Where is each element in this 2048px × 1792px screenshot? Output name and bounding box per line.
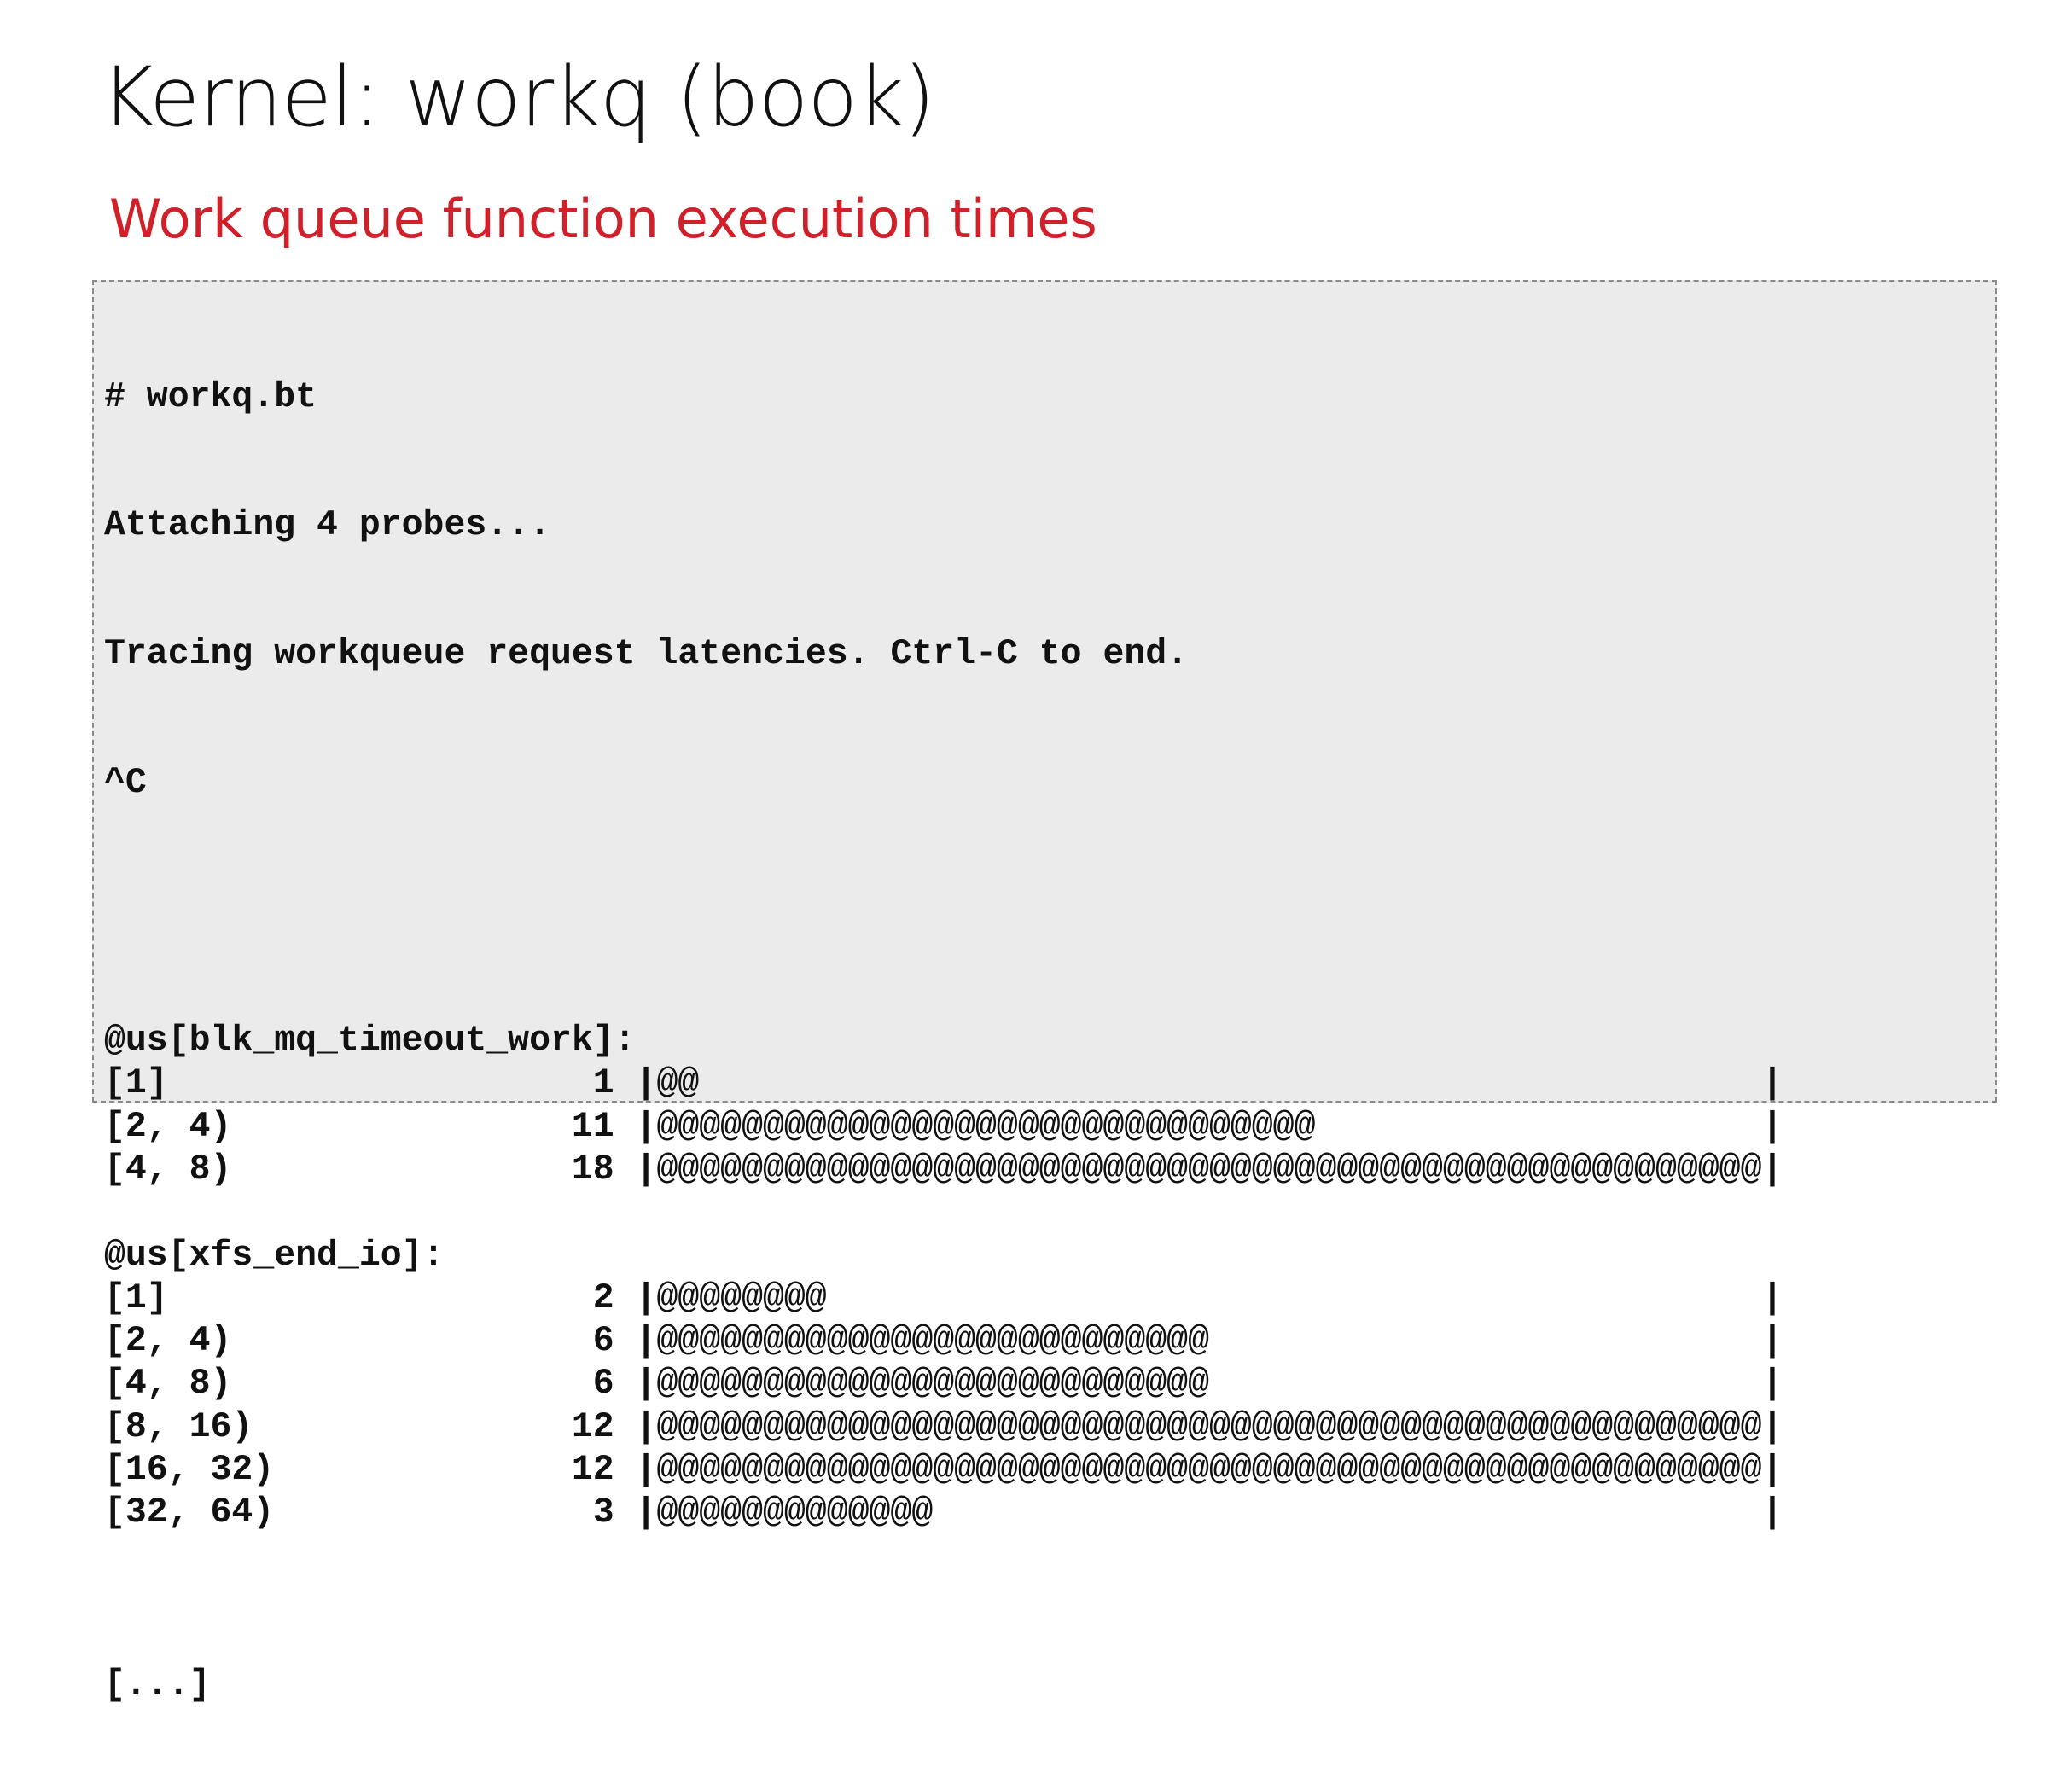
spacer	[614, 1492, 636, 1534]
bucket-bar: @@@@@@@@@@@@@@@@@@@@@@@@@@@@@@@	[656, 1106, 1316, 1147]
bar-left-edge: |	[635, 1063, 657, 1104]
histogram-title: @us[xfs_end_io]:	[104, 1235, 445, 1276]
bucket-bar: @@@@@@@@@@@@@	[656, 1492, 934, 1533]
spacer	[614, 1277, 636, 1320]
histogram-row: [4, 8) 18 |@@@@@@@@@@@@@@@@@@@@@@@@@@@@@@@…	[104, 1149, 1783, 1191]
spacer	[614, 1062, 636, 1105]
bucket-count: 3	[592, 1492, 614, 1533]
terminal-output-box: # workq.bt Attaching 4 probes... Tracing…	[92, 280, 1997, 1705]
bar-right-edge: |	[1761, 1406, 1783, 1447]
slide-subtitle: Work queue function execution times	[109, 188, 1097, 250]
histogram-title: @us[blk_mq_timeout_work]:	[104, 1021, 636, 1062]
histogram-row: [2, 4)6|@@@@@@@@@@@@@@@@@@@@@@@@@@|	[104, 1320, 1783, 1363]
bucket-bar: @@@@@@@@@@@@@@@@@@@@@@@@@@@@@@@@@@@@@@@@…	[656, 1450, 1762, 1491]
blank-line	[104, 891, 1783, 934]
spacer	[614, 1406, 636, 1449]
bar-left-edge: |	[635, 1450, 657, 1491]
bucket-count: 12	[571, 1450, 614, 1491]
bar-left-edge: |	[635, 1321, 657, 1362]
histogram-row: [1]2|@@@@@@@@|	[104, 1277, 1783, 1320]
spacer	[614, 1149, 636, 1191]
bucket-range: [4, 8)	[104, 1149, 232, 1190]
blank-line	[104, 1535, 1783, 1578]
output-line: Attaching 4 probes...	[104, 505, 550, 546]
spacer	[614, 1449, 636, 1492]
bucket-bar: @@@@@@@@@@@@@@@@@@@@@@@@@@@@@@@@@@@@@@@@…	[656, 1406, 1762, 1447]
bar-right-edge: |	[1761, 1321, 1783, 1362]
slide-title: Kernel: workq (book)	[101, 49, 935, 145]
spacer	[614, 1363, 636, 1405]
bucket-range: [8, 16)	[104, 1406, 253, 1447]
bucket-range: [1]	[104, 1277, 168, 1318]
bar-right-edge: |	[1761, 1063, 1783, 1104]
histogram-row: [8, 16) 12 |@@@@@@@@@@@@@@@@@@@@@@@@@@@@@@…	[104, 1406, 1783, 1449]
bucket-count: 2	[592, 1277, 614, 1318]
bucket-range: [4, 8)	[104, 1364, 232, 1405]
bucket-range: [2, 4)	[104, 1106, 232, 1147]
output-line: # workq.bt	[104, 376, 317, 417]
bucket-bar: @@@@@@@@@@@@@@@@@@@@@@@@@@	[656, 1364, 1209, 1405]
ellipsis: [...]	[104, 1664, 211, 1705]
bucket-range: [32, 64)	[104, 1492, 275, 1533]
output-line: ^C	[104, 763, 147, 804]
bucket-bar: @@@@@@@@@@@@@@@@@@@@@@@@@@@@@@@@@@@@@@@@…	[656, 1149, 1762, 1190]
bar-right-edge: |	[1761, 1149, 1783, 1190]
terminal-output: # workq.bt Attaching 4 probes... Tracing…	[104, 290, 1783, 1792]
bucket-bar: @@@@@@@@	[656, 1277, 827, 1318]
bucket-count: 11	[571, 1106, 614, 1147]
bucket-range: [16, 32)	[104, 1450, 275, 1491]
bucket-count: 6	[592, 1321, 614, 1362]
histogram-row: [1]1|@@|	[104, 1062, 1783, 1105]
bar-right-edge: |	[1761, 1106, 1783, 1147]
bucket-bar: @@@@@@@@@@@@@@@@@@@@@@@@@@	[656, 1321, 1209, 1362]
histogram-row: [32, 64)3|@@@@@@@@@@@@@|	[104, 1492, 1783, 1534]
spacer	[614, 1320, 636, 1363]
bar-left-edge: |	[635, 1277, 657, 1318]
output-line: Tracing workqueue request latencies. Ctr…	[104, 634, 1189, 675]
bar-left-edge: |	[635, 1492, 657, 1533]
bucket-count: 1	[592, 1063, 614, 1104]
histogram-row: [4, 8)6|@@@@@@@@@@@@@@@@@@@@@@@@@@|	[104, 1363, 1783, 1405]
bar-left-edge: |	[635, 1364, 657, 1405]
bar-right-edge: |	[1761, 1450, 1783, 1491]
bucket-count: 6	[592, 1364, 614, 1405]
bucket-count: 12	[571, 1406, 614, 1447]
bar-right-edge: |	[1761, 1277, 1783, 1318]
bucket-range: [1]	[104, 1063, 168, 1104]
bucket-count: 18	[571, 1149, 614, 1190]
bar-left-edge: |	[635, 1406, 657, 1447]
blank-line	[104, 1191, 1783, 1234]
bar-left-edge: |	[635, 1149, 657, 1190]
histogram-row: [2, 4)11|@@@@@@@@@@@@@@@@@@@@@@@@@@@@@@@…	[104, 1106, 1783, 1149]
histogram-row: [16, 32) 12 |@@@@@@@@@@@@@@@@@@@@@@@@@@@@@…	[104, 1449, 1783, 1492]
bar-right-edge: |	[1761, 1364, 1783, 1405]
bucket-range: [2, 4)	[104, 1321, 232, 1362]
bar-left-edge: |	[635, 1106, 657, 1147]
spacer	[614, 1106, 636, 1149]
histograms: @us[blk_mq_timeout_work]:[1]1|@@|[2, 4)1…	[104, 1020, 1783, 1578]
bar-right-edge: |	[1761, 1492, 1783, 1533]
bucket-bar: @@	[656, 1063, 700, 1104]
